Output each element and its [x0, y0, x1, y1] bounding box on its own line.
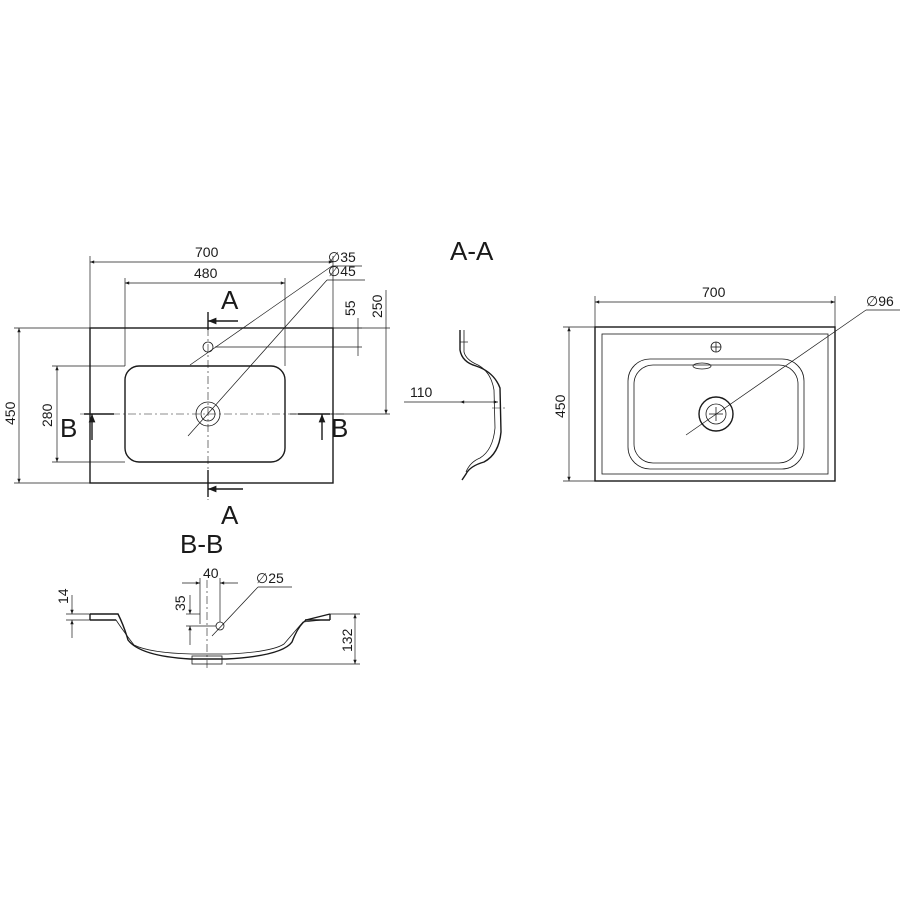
- right-dim-drain-96: ∅96: [866, 293, 894, 309]
- section-b-label-right: B: [331, 413, 348, 443]
- right-overflow: [692, 362, 712, 370]
- dim-width-700: 700: [195, 244, 219, 260]
- dim-hole-depth-35: 35: [172, 595, 188, 611]
- section-aa-title: A-A: [450, 236, 494, 266]
- section-a-label-top: A: [221, 285, 239, 315]
- top-view: 700 480 ∅35 ∅45 55 250 450 280: [2, 244, 390, 530]
- dim-basin-depth-280: 280: [39, 403, 55, 427]
- dim-hole-offset-40: 40: [203, 565, 219, 581]
- dim-rim-14: 14: [55, 588, 71, 604]
- section-a-label-bottom: A: [221, 500, 239, 530]
- right-drain-outer: [698, 396, 734, 432]
- section-bb: B-B 14 40 35 ∅25 132: [55, 529, 360, 670]
- right-sink-outline: [594, 326, 836, 482]
- section-aa: A-A 110: [404, 236, 508, 481]
- right-basin-outer: [627, 358, 805, 470]
- right-basin-inner: [633, 364, 799, 464]
- dim-tap-offset-55: 55: [342, 300, 358, 316]
- dim-height-132: 132: [339, 628, 355, 652]
- section-bb-profile-inner: [95, 619, 323, 655]
- right-dim-depth-450: 450: [552, 394, 568, 418]
- section-b-label-left: B: [60, 413, 77, 443]
- dim-overflow-25: ∅25: [256, 570, 284, 586]
- section-aa-profile-inner: [463, 330, 496, 473]
- right-drain-inner: [705, 403, 727, 425]
- dim-section-depth-110: 110: [410, 384, 433, 400]
- dim-tap-diameter: ∅35: [328, 249, 356, 265]
- dim-basin-480: 480: [194, 265, 218, 281]
- right-sink-inner-frame: [601, 333, 829, 475]
- right-view: 700 450 ∅96: [552, 284, 900, 482]
- dim-drain-offset-250: 250: [369, 294, 385, 318]
- dim-drain-diameter: ∅45: [328, 263, 356, 279]
- dim-depth-450: 450: [2, 401, 18, 425]
- sink-outline: [89, 327, 334, 484]
- section-bb-overflow-hole: [215, 621, 225, 631]
- section-bb-title: B-B: [180, 529, 223, 559]
- right-dim-width-700: 700: [702, 284, 726, 300]
- section-aa-profile-outer: [459, 330, 502, 481]
- section-bb-profile-outer: [90, 613, 331, 660]
